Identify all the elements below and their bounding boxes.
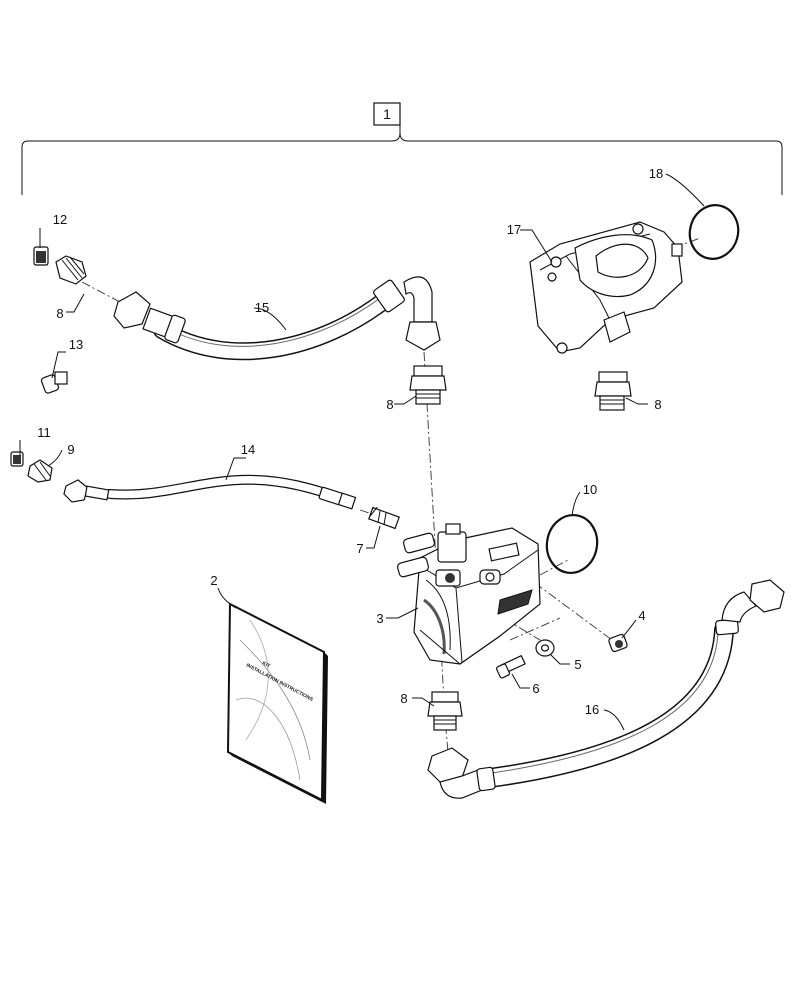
oring-part-10 — [545, 514, 599, 574]
hose-part-16 — [427, 579, 785, 799]
callout-8-c: 8 — [654, 397, 661, 412]
kit-label-box — [373, 102, 401, 126]
fitting-part-9 — [27, 459, 53, 483]
callout-18: 18 — [649, 166, 663, 181]
callouts: 12 8 13 15 8 17 18 8 11 9 14 7 10 2 3 4 … — [37, 166, 663, 717]
fitting-part-8-b — [409, 365, 447, 405]
manual-part-2: KIT INSTALLATION INSTRUCTIONS — [226, 602, 328, 804]
washer-part-5 — [535, 639, 555, 657]
callout-8-a: 8 — [56, 306, 63, 321]
bolt-part-6 — [495, 654, 526, 679]
leader-lines — [19, 173, 705, 731]
kit-bracket: 1 — [21, 102, 783, 195]
callout-15: 15 — [255, 300, 269, 315]
callout-8-d: 8 — [400, 691, 407, 706]
pump-part-17 — [529, 221, 683, 354]
plug-part-13 — [40, 371, 68, 394]
callout-7: 7 — [356, 541, 363, 556]
plug-part-12 — [33, 246, 49, 266]
callout-2: 2 — [210, 573, 217, 588]
callout-10: 10 — [583, 482, 597, 497]
plug-part-11 — [10, 451, 24, 467]
callout-8-b: 8 — [386, 397, 393, 412]
callout-11: 11 — [37, 425, 51, 440]
callout-4: 4 — [638, 608, 645, 623]
bracket-right — [399, 132, 783, 195]
hose-part-15 — [113, 276, 441, 361]
fitting-part-8-a — [55, 255, 87, 285]
bracket-left — [21, 125, 401, 195]
oring-part-18 — [688, 204, 740, 260]
kit-label: 1 — [383, 106, 391, 122]
valve-part-3 — [396, 523, 541, 665]
plug-part-4 — [608, 633, 628, 653]
callout-14: 14 — [241, 442, 255, 457]
fitting-part-8-d — [427, 691, 463, 731]
callout-16: 16 — [585, 702, 599, 717]
callout-5: 5 — [574, 657, 581, 672]
manual-title-line1: KIT — [261, 660, 271, 669]
callout-13: 13 — [69, 337, 83, 352]
callout-17: 17 — [507, 222, 521, 237]
hose-part-14 — [63, 474, 357, 510]
callout-3: 3 — [376, 611, 383, 626]
callout-9: 9 — [67, 442, 74, 457]
fitting-part-7 — [368, 506, 400, 530]
callout-12: 12 — [53, 212, 67, 227]
callout-6: 6 — [532, 681, 539, 696]
fitting-part-8-c — [594, 371, 632, 411]
